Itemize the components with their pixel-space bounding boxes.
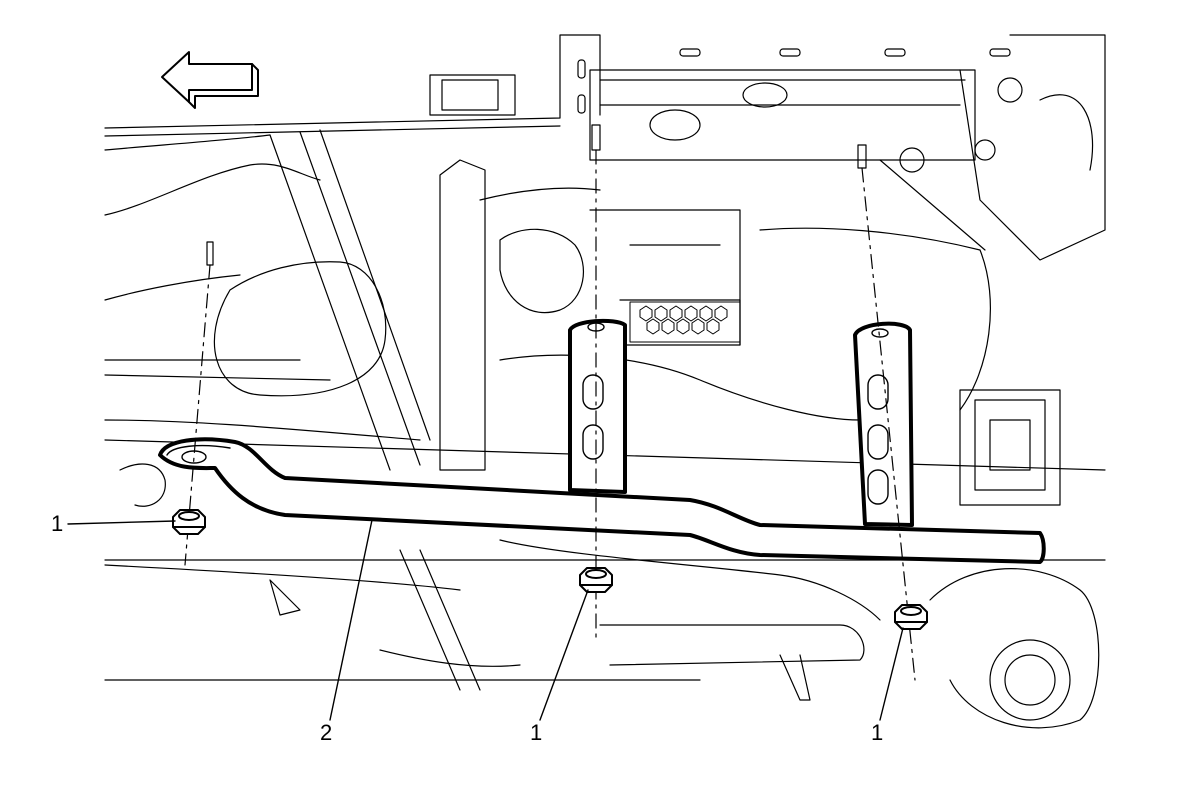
underbody-frame <box>104 34 1106 729</box>
nut-left <box>172 509 206 535</box>
callout-nut-center: 1 <box>530 720 543 745</box>
leader-lines <box>67 519 904 721</box>
tie-bar-bracket <box>158 318 1046 564</box>
nut-right <box>894 604 928 630</box>
callout-nut-left: 1 <box>51 511 64 536</box>
callout-nut-right: 1 <box>871 720 884 745</box>
callout-bracket: 2 <box>320 720 333 745</box>
left-arrow-icon <box>161 51 259 109</box>
mounting-studs <box>184 124 916 681</box>
honeycomb-vent <box>629 301 741 343</box>
nut-center <box>579 567 613 593</box>
